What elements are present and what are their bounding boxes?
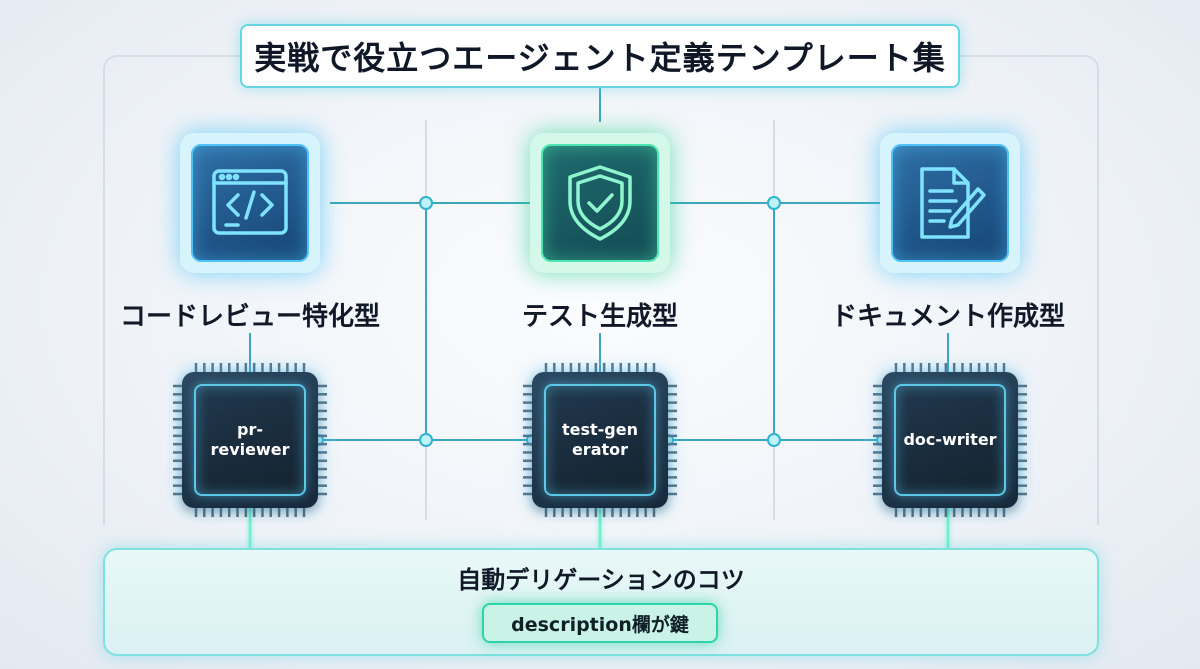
- code-window-icon: [212, 169, 288, 235]
- agent-type-label: ドキュメント作成型: [830, 302, 1065, 332]
- junction-node: [419, 196, 433, 210]
- agent-chip-doc-writer: doc-writer: [882, 372, 1018, 508]
- chip-label: test-generator: [544, 384, 656, 496]
- agent-card-inner: [891, 144, 1009, 262]
- junction-node: [767, 433, 781, 447]
- shield-check-icon: [568, 165, 632, 241]
- page-title: 実戦で役立つエージェント定義テンプレート集: [240, 24, 960, 88]
- document-pen-icon: [920, 167, 986, 239]
- agent-card-inner: [541, 144, 659, 262]
- delegation-tips-title: 自動デリゲーションのコツ: [457, 566, 745, 594]
- chip-label-text: test-generator: [561, 420, 638, 459]
- junction-node: [419, 433, 433, 447]
- agent-card-inner: [191, 144, 309, 262]
- chip-label: pr-reviewer: [194, 384, 306, 496]
- chip-label: doc-writer: [894, 384, 1006, 496]
- description-key-badge: description欄が鍵: [482, 603, 718, 643]
- agent-type-label: コードレビュー特化型: [119, 302, 380, 332]
- agent-chip-pr-reviewer: pr-reviewer: [182, 372, 318, 508]
- agent-card-code-review: [180, 133, 320, 273]
- junction-node: [767, 196, 781, 210]
- agent-type-label: テスト生成型: [521, 302, 678, 332]
- agent-card-documentation: [880, 133, 1020, 273]
- agent-card-test-generation: [530, 133, 670, 273]
- agent-chip-test-generator: test-generator: [532, 372, 668, 508]
